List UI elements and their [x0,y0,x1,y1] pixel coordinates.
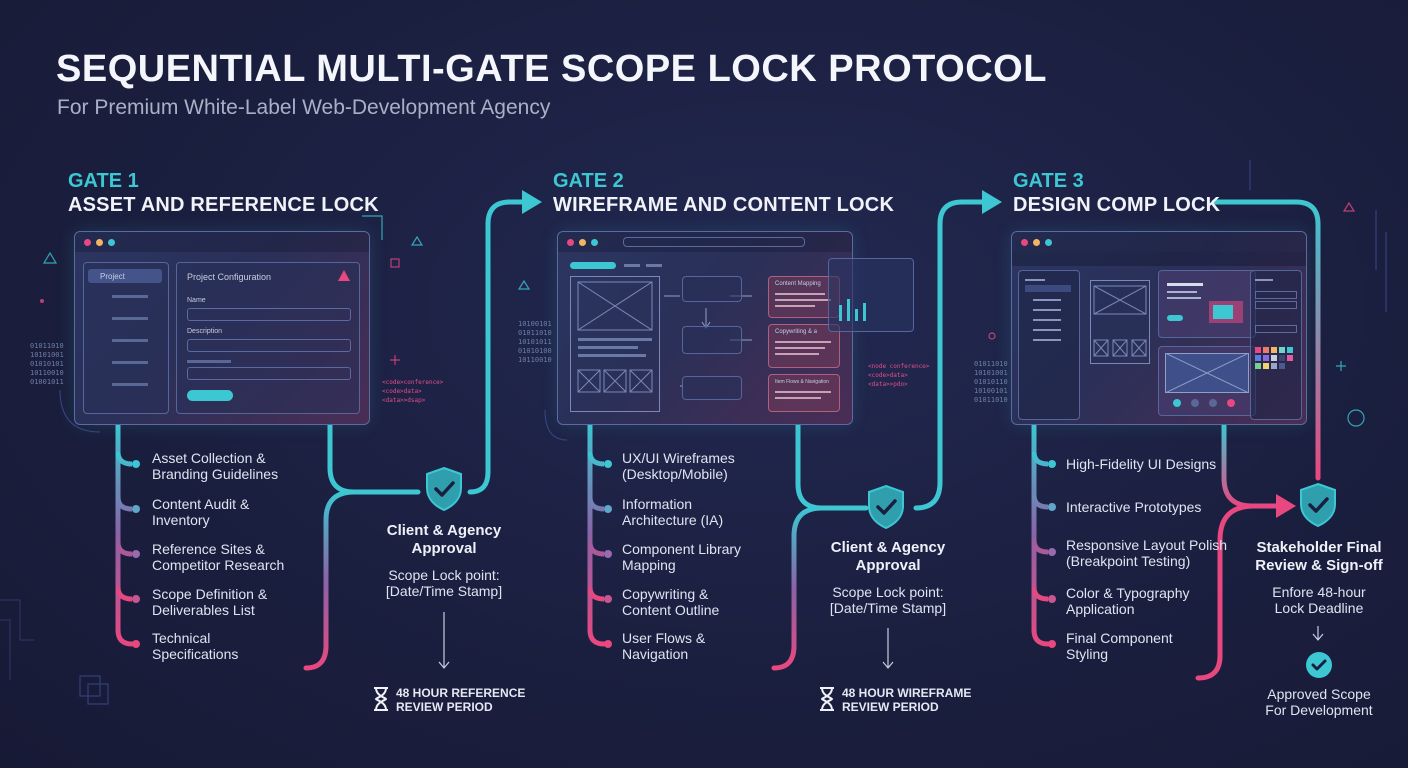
color-swatch [1279,355,1285,361]
color-swatch [1279,347,1285,353]
wireframe-page [570,276,660,412]
decorations [0,160,1387,705]
gate3-item-5: Final Component Styling [1066,630,1173,662]
color-swatch [1279,363,1285,369]
hourglass-icon [374,687,388,711]
name-field [187,308,351,321]
color-swatch [1263,347,1269,353]
gate3-number: GATE 3 [1013,170,1084,192]
gate3-name: DESIGN COMP LOCK [1013,194,1221,216]
gate1-name: ASSET AND REFERENCE LOCK [68,194,379,216]
down-arrows [438,612,1324,669]
gate3-mockup-window [1011,231,1307,425]
color-swatch [1255,363,1261,369]
gate1-spine [115,421,140,648]
gate3-comp-card-1 [1158,270,1256,338]
gate2-number: GATE 2 [553,170,624,192]
gate1-to-gate2-flow [303,190,542,671]
sidebar-item-project: Project [100,272,125,281]
gate3-item-4: Color & Typography Application [1066,585,1190,617]
gate2-item-4: Copywriting & Content Outline [622,586,720,618]
shield-check-icon [426,466,462,512]
color-swatch [1271,355,1277,361]
gate2-chart-widget [828,258,914,332]
gate2-approval-text: Scope Lock point: [Date/Time Stamp] [829,584,947,616]
select-field [187,367,351,380]
gate3-layers-panel [1018,270,1080,420]
gate2-mockup-window: Content Mapping Copywriting & a Item Flo… [557,231,853,425]
gate2-item-2: Information Architecture (IA) [622,496,724,528]
gate1-config-panel: Project Configuration Name Description [176,262,360,414]
gate2-name: WIREFRAME AND CONTENT LOCK [553,194,895,216]
check-circle-icon [1306,652,1332,678]
gate1-sidebar: Project [83,262,169,414]
color-swatches [1255,347,1299,369]
shield-check-icon [1300,482,1336,528]
gate1-item-5: Technical Specifications [152,630,239,662]
gate1-code-snippet: <code>conference> <code>data> <data>>dsa… [382,379,444,404]
gate2-item-5: User Flows & Navigation [622,630,706,662]
gate2-review-period: 48 HOUR WIREFRAME REVIEW PERIOD [842,686,972,714]
color-swatch [1287,347,1293,353]
color-swatch [1255,347,1261,353]
gate3-spine [1031,421,1056,648]
gate1-item-4: Scope Definition & Deliverables List [152,586,268,618]
final-approved-scope: Approved Scope For Development [1265,686,1373,718]
content-card-2: Copywriting & a [768,324,840,368]
hourglass-icon [820,687,834,711]
gate3-comp-card-2 [1158,346,1256,416]
flow-node-1 [682,276,742,302]
color-swatch [1255,355,1261,361]
gate1-number: GATE 1 [68,170,139,192]
gate3-approval-text: Enfore 48-hour Lock Deadline [1272,584,1366,616]
color-swatch [1263,355,1269,361]
page-subtitle: For Premium White-Label Web-Development … [57,96,551,119]
flow-node-2 [682,326,742,354]
flow-node-3 [682,376,742,400]
gate3-item-3: Responsive Layout Polish (Breakpoint Tes… [1066,537,1228,569]
gate3-inspector-panel [1250,270,1302,420]
warning-icon [338,270,350,281]
design-artboard [1090,280,1150,364]
color-swatch [1271,363,1277,369]
shield-check-icon [868,484,904,530]
gate1-item-1: Asset Collection & Branding Guidelines [152,450,279,482]
color-swatch [1271,347,1277,353]
gate2-item-1: UX/UI Wireframes (Desktop/Mobile) [622,450,735,482]
config-panel-title: Project Configuration [187,272,272,282]
gate2-item-3: Component Library Mapping [622,541,742,573]
gate1-approval-text: Scope Lock point: [Date/Time Stamp] [385,567,503,599]
gate2-to-gate3-flow [771,190,1002,671]
gate2-code-snippet: <node conference> <code>data> <data>>pdo… [868,363,930,388]
mockup-submit-button [187,390,233,401]
gate1-item-3: Reference Sites & Competitor Research [152,541,285,573]
gate1-mockup-window: Project Project Configuration Name Descr… [74,231,370,425]
gate3-item-2: Interactive Prototypes [1066,499,1202,515]
color-swatch [1263,363,1269,369]
gate3-to-final-flow [1195,199,1321,681]
color-swatch [1287,355,1293,361]
content-card-3: Item Flows & Navigation [768,374,840,412]
gate2-spine [587,421,612,648]
description-field-label: Description [187,328,223,335]
gate1-approval-title: Client & Agency Approval [386,522,502,557]
gate1-item-2: Content Audit & Inventory [152,496,250,528]
gate1-review-period: 48 HOUR REFERENCE REVIEW PERIOD [396,686,526,714]
name-field-label: Name [187,297,206,304]
page-title: SEQUENTIAL MULTI-GATE SCOPE LOCK PROTOCO… [56,48,1047,90]
gate3-approval-title: Stakeholder Final Review & Sign-off [1255,539,1383,574]
gate3-item-1: High-Fidelity UI Designs [1066,456,1217,472]
description-field [187,339,351,352]
gate2-approval-title: Client & Agency Approval [830,539,946,574]
